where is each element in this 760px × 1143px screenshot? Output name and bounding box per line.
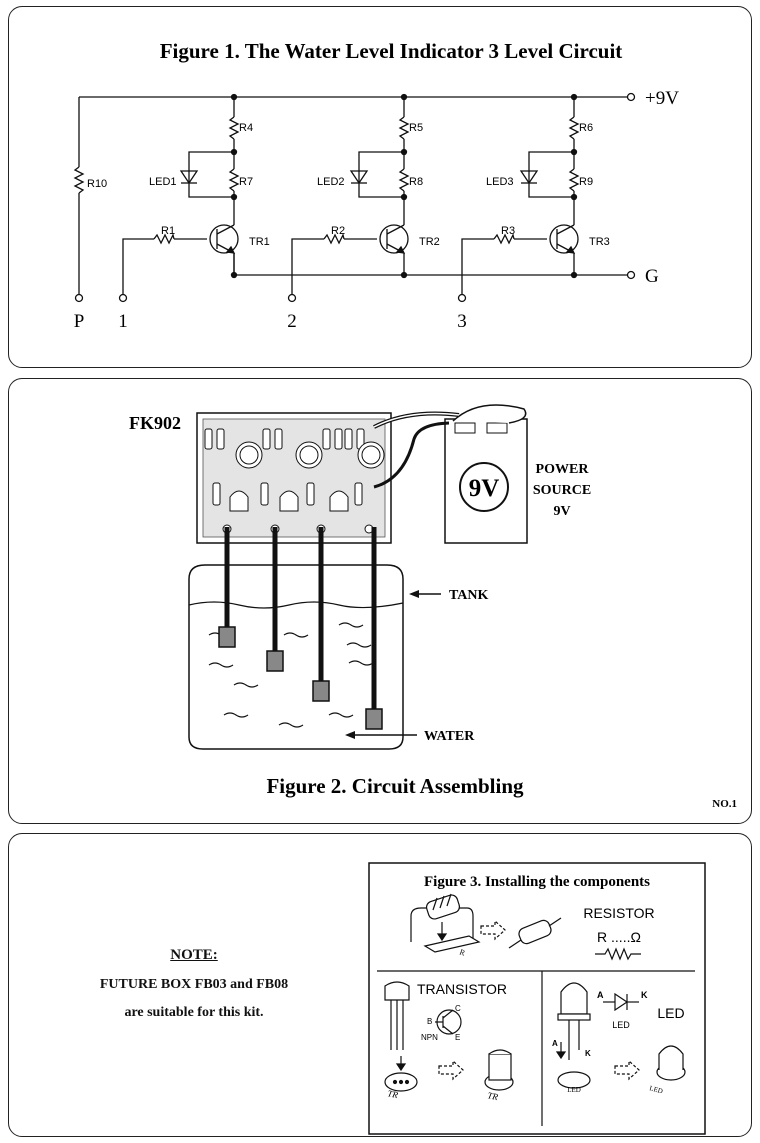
led-label: LED: [657, 1005, 684, 1021]
probe-p-label: P: [74, 311, 85, 332]
r1-label: R1: [161, 225, 175, 237]
power-label-3: 9V: [553, 504, 570, 519]
resistor-symbol-text: R .....Ω: [597, 929, 641, 945]
r7-label: R7: [239, 176, 253, 188]
r9-label: R9: [579, 176, 593, 188]
battery-label: 9V: [469, 475, 500, 502]
resistor-r-marking: R: [458, 947, 467, 958]
pin-e-label: E: [455, 1033, 460, 1042]
transistor-label: TRANSISTOR: [417, 981, 507, 997]
led1-label: LED1: [149, 176, 177, 188]
note-and-figure3-panel: NOTE: FUTURE BOX FB03 and FB08 are suita…: [8, 833, 752, 1137]
led-illustration: [555, 982, 686, 1089]
led-cathode-label: K: [641, 990, 648, 1000]
figure2-title: Figure 2. Circuit Assembling: [266, 774, 524, 798]
water-label: WATER: [424, 729, 475, 744]
transistor-illustration: [384, 981, 514, 1092]
stage-3: [457, 93, 580, 303]
resistor-symbol-icon: [595, 947, 641, 961]
pin-b-label: B: [427, 1017, 432, 1026]
r6-label: R6: [579, 122, 593, 134]
resistor-label: RESISTOR: [583, 905, 654, 921]
tr-marking-1: TR: [387, 1088, 400, 1100]
led-footprint-label-2: LED: [648, 1084, 663, 1095]
r4-label: R4: [239, 122, 253, 134]
probe-2-label: 2: [287, 311, 297, 332]
stage-1: [118, 93, 240, 303]
pcb-board: [196, 412, 392, 544]
led3-label: LED3: [486, 176, 514, 188]
led-footprint-label: LED: [567, 1086, 581, 1094]
supply-label: +9V: [645, 88, 679, 109]
page-number: NO.1: [712, 798, 737, 810]
board-label: FK902: [129, 413, 181, 433]
figure1-title: Figure 1. The Water Level Indicator 3 Le…: [160, 39, 623, 63]
figure3-title: Figure 3. Installing the components: [424, 874, 650, 890]
tr1-label: TR1: [249, 236, 270, 248]
figure3-drawing: Figure 3. Installing the components R RE…: [368, 862, 706, 1135]
tr2-label: TR2: [419, 236, 440, 248]
ground-label: G: [645, 266, 659, 287]
probe-3-label: 3: [457, 311, 467, 332]
probe-1-label: 1: [118, 311, 128, 332]
led2-label: LED2: [317, 176, 345, 188]
tank-label: TANK: [449, 588, 489, 603]
r3-label: R3: [501, 225, 515, 237]
led-anode-label: A: [597, 990, 604, 1000]
tr3-label: TR3: [589, 236, 610, 248]
assembly-drawing: FK902 9V POWER SOURCE 9V: [129, 404, 737, 810]
battery: 9V: [444, 404, 528, 544]
led-anode-pin: A: [552, 1039, 558, 1048]
r5-label: R5: [409, 122, 423, 134]
r10-label: R10: [87, 178, 107, 190]
note-line-1: FUTURE BOX FB03 and FB08: [99, 977, 289, 992]
power-label-2: SOURCE: [533, 483, 591, 498]
pin-c-label: C: [455, 1004, 461, 1013]
tank: [188, 564, 404, 750]
resistor-illustration: [410, 893, 562, 953]
r8-label: R8: [409, 176, 423, 188]
tr-marking-2: TR: [487, 1090, 500, 1102]
figure1-panel: Figure 1. The Water Level Indicator 3 Le…: [8, 6, 752, 368]
note-heading: NOTE:: [170, 947, 218, 963]
led-symbol-label: LED: [612, 1020, 630, 1030]
power-label-1: POWER: [536, 462, 590, 477]
r2-label: R2: [331, 225, 345, 237]
npn-label: NPN: [421, 1033, 438, 1042]
note-line-2: are suitable for this kit.: [124, 1005, 264, 1020]
figure2-panel: FK902 9V POWER SOURCE 9V: [8, 378, 752, 824]
stage-2: [287, 93, 410, 303]
led-cathode-pin: K: [585, 1049, 591, 1058]
circuit-schematic: Figure 1. The Water Level Indicator 3 Le…: [73, 39, 679, 332]
